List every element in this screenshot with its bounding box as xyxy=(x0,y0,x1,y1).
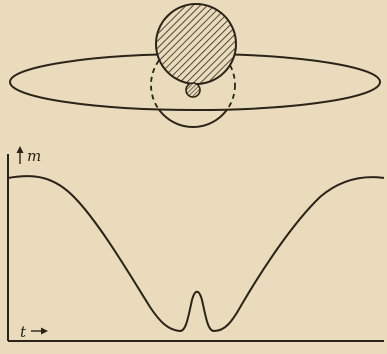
y-axis-arrow-head xyxy=(17,146,24,153)
small-star xyxy=(186,83,200,97)
x-axis-arrow-head xyxy=(41,328,48,335)
y-axis-label: m xyxy=(27,147,41,165)
orbit-diagram xyxy=(10,4,380,127)
x-axis-label-group: t xyxy=(20,323,48,341)
eclipsing-disk xyxy=(156,4,236,84)
light-curve-plot: m t xyxy=(8,146,384,341)
light-curve xyxy=(8,176,384,331)
x-axis-label: t xyxy=(20,323,27,341)
y-axis-label-group: m xyxy=(17,146,42,165)
